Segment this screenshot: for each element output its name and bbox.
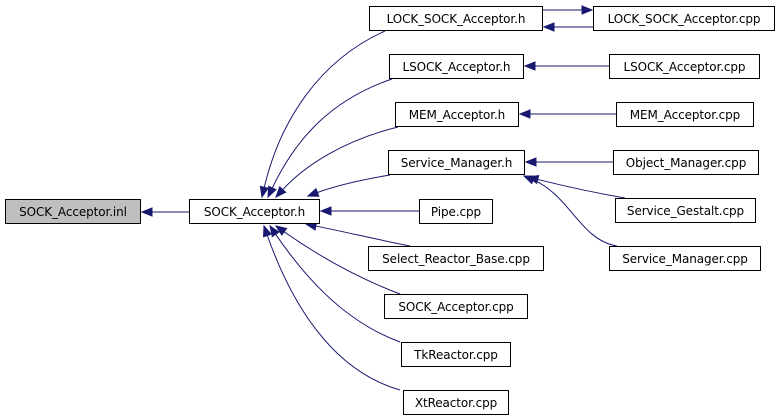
node-mem-acceptor-h[interactable]: MEM_Acceptor.h — [395, 102, 519, 127]
node-tkreactor-cpp[interactable]: TkReactor.cpp — [401, 342, 511, 367]
node-lock-sock-acceptor-cpp[interactable]: LOCK_SOCK_Acceptor.cpp — [593, 6, 775, 31]
node-service-manager-h[interactable]: Service_Manager.h — [388, 150, 525, 175]
arrowhead-icon — [263, 224, 272, 238]
node-label: XtReactor.cpp — [414, 395, 498, 410]
node-service-gestalt-cpp[interactable]: Service_Gestalt.cpp — [615, 198, 756, 223]
node-label: TkReactor.cpp — [414, 347, 498, 362]
node-label: LOCK_SOCK_Acceptor.cpp — [607, 11, 761, 26]
node-label: SOCK_Acceptor.h — [203, 204, 306, 219]
arrowhead-icon — [269, 224, 280, 238]
arrowhead-icon — [140, 207, 153, 217]
edge-lock_sock_acceptor_cpp-to-lock_sock_acceptor_h — [542, 22, 593, 32]
edge-line — [532, 178, 618, 247]
edge-lsock_acceptor_cpp-to-lsock_acceptor_h — [523, 61, 609, 71]
node-label: Object_Manager.cpp — [625, 155, 747, 170]
arrowhead-icon — [319, 206, 332, 216]
node-label: Select_Reactor_Base.cpp — [382, 251, 530, 266]
arrowhead-icon — [275, 186, 287, 198]
node-label: MEM_Acceptor.cpp — [629, 107, 741, 122]
arrowhead-icon — [542, 22, 555, 32]
edge-lock_sock_acceptor_h-to-sock_acceptor_h — [259, 30, 386, 199]
arrowhead-icon — [522, 175, 536, 185]
node-label: SOCK_Acceptor.inl — [19, 204, 127, 219]
edge-line — [266, 234, 401, 391]
edge-sock_acceptor_cpp-to-sock_acceptor_h — [274, 225, 401, 295]
node-label: LSOCK_Acceptor.cpp — [623, 59, 746, 74]
node-pipe-cpp[interactable]: Pipe.cpp — [419, 199, 493, 224]
node-lsock-acceptor-cpp[interactable]: LSOCK_Acceptor.cpp — [609, 54, 760, 79]
edge-lock_sock_acceptor_h-to-lock_sock_acceptor_cpp — [543, 5, 594, 15]
node-label: MEM_Acceptor.h — [408, 107, 506, 122]
edge-mem_acceptor_cpp-to-mem_acceptor_h — [518, 109, 616, 119]
node-sock-acceptor-h[interactable]: SOCK_Acceptor.h — [189, 199, 320, 224]
node-label: Service_Manager.cpp — [622, 251, 748, 266]
edge-line — [283, 230, 401, 295]
arrowhead-icon — [523, 61, 536, 71]
arrowhead-icon — [306, 187, 320, 197]
edge-service_manager_cpp-to-service_manager_h — [522, 175, 618, 247]
node-xtreactor-cpp[interactable]: XtReactor.cpp — [403, 390, 509, 415]
edge-lsock_acceptor_h-to-sock_acceptor_h — [267, 78, 393, 199]
node-label: Service_Manager.h — [400, 155, 513, 170]
node-label: Pipe.cpp — [430, 204, 482, 219]
node-object-manager-cpp[interactable]: Object_Manager.cpp — [613, 150, 759, 175]
edge-object_manager_cpp-to-service_manager_h — [524, 157, 613, 167]
edge-sock_acceptor_h-to-sock_acceptor_inl — [140, 207, 189, 217]
edge-line — [271, 78, 393, 190]
edge-xtreactor_cpp-to-sock_acceptor_h — [263, 224, 401, 391]
edge-service_manager_h-to-sock_acceptor_h — [306, 174, 391, 197]
edge-select_reactor_base_cpp-to-sock_acceptor_h — [304, 221, 411, 247]
node-label: LSOCK_Acceptor.h — [402, 59, 511, 74]
edge-line — [281, 126, 399, 191]
arrowhead-icon — [259, 185, 270, 199]
edge-line — [316, 174, 391, 194]
edge-line — [274, 233, 401, 343]
arrowhead-icon — [581, 5, 594, 15]
node-mem-acceptor-cpp[interactable]: MEM_Acceptor.cpp — [616, 102, 754, 127]
edge-mem_acceptor_h-to-sock_acceptor_h — [275, 126, 399, 198]
edge-service_gestalt_cpp-to-service_manager_h — [526, 174, 626, 199]
arrowhead-icon — [524, 157, 537, 167]
node-sock-acceptor-inl: SOCK_Acceptor.inl — [5, 199, 141, 224]
node-label: LOCK_SOCK_Acceptor.h — [386, 11, 526, 26]
arrowhead-icon — [267, 185, 277, 199]
edge-pipe_cpp-to-sock_acceptor_h — [319, 206, 420, 216]
node-label: Service_Gestalt.cpp — [626, 203, 745, 218]
arrowhead-icon — [274, 225, 288, 236]
node-lsock-acceptor-h[interactable]: LSOCK_Acceptor.h — [389, 54, 524, 79]
node-lock-sock-acceptor-h[interactable]: LOCK_SOCK_Acceptor.h — [369, 6, 543, 31]
node-label: SOCK_Acceptor.cpp — [398, 299, 514, 314]
edge-line — [314, 225, 411, 247]
edge-line — [263, 30, 386, 189]
node-select-reactor-base-cpp[interactable]: Select_Reactor_Base.cpp — [368, 246, 544, 271]
edge-line — [536, 178, 626, 199]
node-service-manager-cpp[interactable]: Service_Manager.cpp — [609, 246, 761, 271]
node-sock-acceptor-cpp[interactable]: SOCK_Acceptor.cpp — [384, 294, 528, 319]
arrowhead-icon — [518, 109, 531, 119]
edge-tkreactor_cpp-to-sock_acceptor_h — [269, 224, 401, 343]
